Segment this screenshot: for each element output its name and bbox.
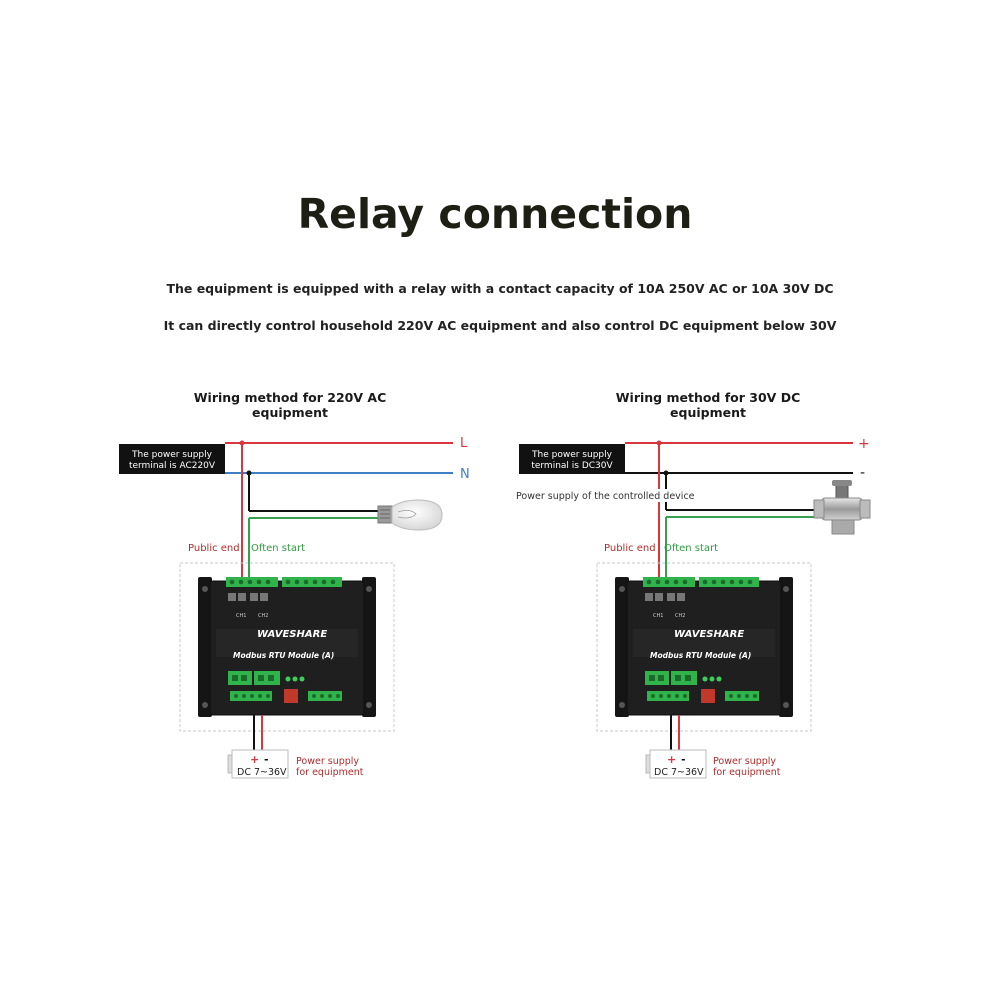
dc-relay-module [596,562,812,732]
solenoid-valve-icon [813,480,871,535]
ac-heading-line-2: equipment [252,405,328,420]
dc-module-brand: WAVESHARE [674,629,744,640]
ac-l-label: L [460,436,468,451]
ac-terminal-line-2: terminal is AC220V [129,461,216,471]
ac-heading-line-1: Wiring method for 220V AC [193,390,387,405]
dc-plus-label: + [858,436,870,452]
dc-psu-label: DC 7~36V [654,767,704,778]
ac-power-label-2: for equipment [296,767,364,778]
dc-heading-line-2: equipment [670,405,746,420]
dc-ch2-label: CH2 [675,613,685,619]
dc-psu-minus: - [681,753,686,766]
dc-terminal-box [519,444,625,474]
ac-power-label-1: Power supply [296,756,359,767]
dc-terminal-line-2: terminal is DC30V [531,461,613,471]
dc-ch1-label: CH1 [653,613,663,619]
description-line-2: It can directly control household 220V A… [163,318,837,333]
ac-psu-label: DC 7~36V [237,767,287,778]
ac-panel-heading: Wiring method for 220V AC equipment [180,390,400,420]
ac-psu-plus: + [250,753,259,766]
ac-relay-module [179,562,395,732]
ac-module-brand: WAVESHARE [257,629,327,640]
dc-power-label-1: Power supply [713,756,776,767]
dc-psu-box [649,749,707,779]
dc-psu-plus: + [667,753,676,766]
ac-ch2-label: CH2 [258,613,268,619]
ac-often-start-label: Often start [251,543,305,554]
dc-panel-heading: Wiring method for 30V DC equipment [598,390,818,420]
ac-wiring-panel: The power supply terminal is AC220V L N … [119,436,470,779]
dc-controlled-device-label: Power supply of the controlled device [516,491,695,502]
ac-public-end-label: Public end [188,543,240,554]
dc-terminal-line-1: The power supply [531,450,613,460]
ac-ch1-label: CH1 [236,613,246,619]
dc-public-end-label: Public end [604,543,656,554]
ac-terminal-box [119,444,225,474]
dc-module-model: Modbus RTU Module (A) [650,651,751,660]
description-line-1: The equipment is equipped with a relay w… [166,281,834,296]
light-bulb-icon [377,499,443,531]
ac-psu-box [231,749,289,779]
dc-wiring-panel: The power supply terminal is DC30V + - P… [515,436,871,779]
page-title: Relay connection [297,190,693,238]
ac-terminal-line-1: The power supply [131,450,213,460]
dc-minus-label: - [860,465,865,481]
dc-heading-line-1: Wiring method for 30V DC [615,390,801,405]
ac-psu-minus: - [264,753,269,766]
dc-often-start-label: Often start [664,543,718,554]
ac-n-label: N [460,467,470,482]
ac-module-model: Modbus RTU Module (A) [233,651,334,660]
dc-power-label-2: for equipment [713,767,781,778]
